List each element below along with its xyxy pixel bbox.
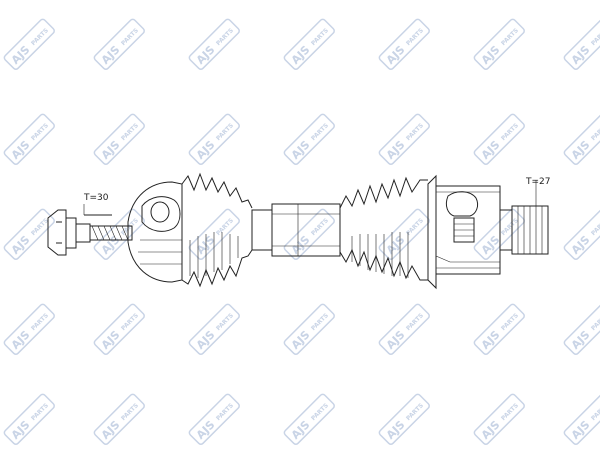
watermark-suffix: PARTS <box>590 217 600 237</box>
right-spline-stub <box>499 180 549 255</box>
right-boot <box>339 176 428 281</box>
left-spline-stub <box>83 204 133 241</box>
watermark-suffix: PARTS <box>590 27 600 47</box>
left-hub-flange <box>47 209 91 256</box>
left-spline-label: T=30 <box>83 193 109 203</box>
watermark-suffix: PARTS <box>590 402 600 422</box>
left-cv-joint <box>127 181 183 283</box>
right-spline-label: T=27 <box>525 177 551 187</box>
center-shaft <box>251 203 341 257</box>
watermark-suffix: PARTS <box>590 312 600 332</box>
right-tripod-housing <box>427 174 501 290</box>
left-boot <box>181 172 253 288</box>
watermark-suffix: PARTS <box>590 122 600 142</box>
